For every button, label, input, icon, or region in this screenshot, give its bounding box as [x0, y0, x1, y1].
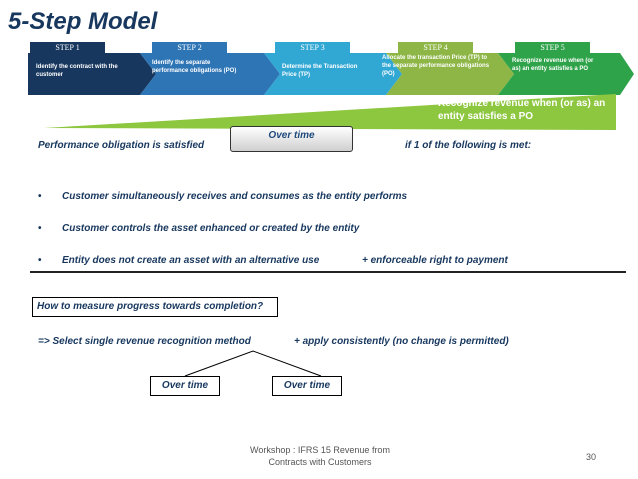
section-divider	[30, 271, 626, 273]
branch-connector	[184, 350, 322, 377]
step-3-label: STEP 3	[275, 42, 350, 53]
bullet-dot: •	[38, 191, 42, 202]
recognize-banner: Recognize revenue when (or as) an entity…	[438, 98, 606, 122]
apply-consistently-text: + apply consistently (no change is permi…	[294, 336, 509, 347]
footer-line-1: Workshop : IFRS 15 Revenue from	[250, 445, 390, 455]
page-number: 30	[586, 452, 597, 462]
step-5-label: STEP 5	[515, 42, 590, 53]
step-1-chevron	[28, 53, 156, 95]
step-4-label: STEP 4	[398, 42, 473, 53]
step-1-label: STEP 1	[30, 42, 105, 53]
bullet-text: Entity does not create an asset with an …	[62, 255, 320, 266]
steps-arrow: Identify the contract with the customer …	[28, 53, 634, 95]
bullet-dot: •	[38, 223, 42, 234]
step-4-chevron	[386, 53, 514, 95]
perf-right-text: if 1 of the following is met:	[405, 140, 532, 151]
footer-line-2: Contracts with Customers	[268, 457, 372, 467]
bullet-extra-text: + enforceable right to payment	[362, 255, 508, 266]
measure-question-box: How to measure progress towards completi…	[32, 297, 278, 317]
select-method-text: => Select single revenue recognition met…	[38, 336, 251, 347]
bullet-text: Customer controls the asset enhanced or …	[62, 223, 360, 234]
step-2-chevron	[140, 53, 280, 95]
tree-right-box: Over time	[272, 376, 342, 396]
step-1-text: Identify the contract with the customer	[36, 64, 118, 78]
step-4-text: Allocate the transaction Price (TP) to t…	[382, 55, 490, 77]
recognize-wedge	[44, 94, 616, 130]
page-title: 5-Step Model	[8, 8, 158, 35]
footer-text: Workshop : IFRS 15 Revenue from Contract…	[230, 444, 410, 468]
perf-left-text: Performance obligation is satisfied	[38, 140, 205, 151]
step-3-chevron	[264, 53, 402, 95]
step-2-label: STEP 2	[152, 42, 227, 53]
over-time-box: Over time	[230, 126, 353, 152]
tree-left-box: Over time	[150, 376, 220, 396]
bullet-dot: •	[38, 255, 42, 266]
step-5-text: Recognize revenue when (or as) an entity…	[512, 58, 594, 72]
bullet-text: Customer simultaneously receives and con…	[62, 191, 408, 202]
step-2-text: Identify the separate performance obliga…	[152, 60, 237, 74]
step-5-chevron	[498, 53, 634, 95]
step-3-text: Determine the Transaction Price (TP)	[282, 64, 358, 78]
